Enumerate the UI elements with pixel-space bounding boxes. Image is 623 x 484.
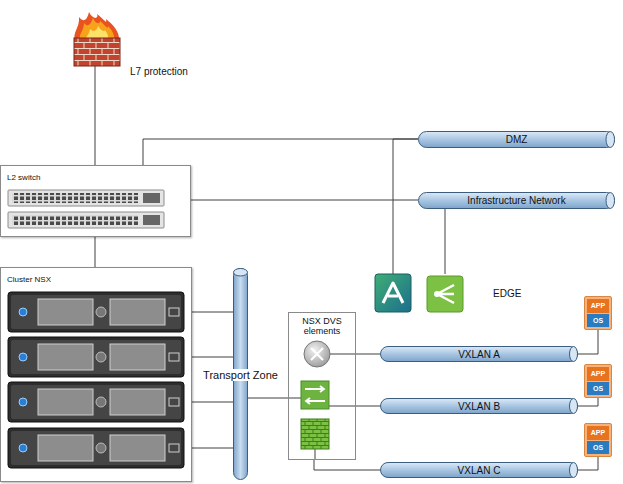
node-label: APP xyxy=(587,367,609,381)
server-unit xyxy=(8,382,184,422)
router-icon xyxy=(304,341,330,367)
switch-box: L2 switch xyxy=(0,165,191,237)
node-label: OS xyxy=(587,441,609,455)
network-link xyxy=(192,448,233,449)
node-label: APP xyxy=(587,426,609,440)
app-os-icon: APPOS xyxy=(584,423,612,457)
node-label: APP xyxy=(587,299,609,313)
network-link xyxy=(95,66,96,165)
switch-unit xyxy=(8,190,164,206)
transport-pipe: Transport Zone xyxy=(233,268,248,480)
vxlan-pipe: VXLAN B xyxy=(380,398,578,414)
node-label: Transport Zone xyxy=(201,369,280,381)
node-label: Infrastructure Network xyxy=(467,195,565,206)
app-os-icon: APPOS xyxy=(584,296,612,330)
network-link xyxy=(578,457,598,470)
node-label: OS xyxy=(587,314,609,328)
network-link xyxy=(191,200,418,201)
network-link xyxy=(578,398,598,406)
network-link xyxy=(314,460,380,470)
app-os-icon: APPOS xyxy=(584,364,612,398)
server-unit xyxy=(8,292,184,332)
node-illustration xyxy=(1,268,191,481)
network-link xyxy=(143,139,418,165)
switch-icon xyxy=(301,381,329,409)
vxlan-pipe: VXLAN A xyxy=(380,346,578,362)
edge-gateway-icon xyxy=(375,274,411,312)
load-balancer-icon xyxy=(427,276,463,312)
vxlan-pipe: VXLAN C xyxy=(380,462,578,478)
node-label: L7 protection xyxy=(130,66,188,77)
node-label: Cluster NSX xyxy=(1,272,57,287)
internal-wire xyxy=(289,354,355,459)
node-illustration xyxy=(72,12,122,66)
cluster-box: Cluster NSX xyxy=(0,267,192,482)
firewall-icon xyxy=(301,419,329,449)
server-unit xyxy=(8,428,184,468)
network-link xyxy=(192,402,233,403)
node-label: OS xyxy=(587,382,609,396)
switch-unit xyxy=(8,212,164,228)
node-label: EDGE xyxy=(493,288,521,299)
node-label: VXLAN B xyxy=(458,401,500,412)
node-label: DMZ xyxy=(506,134,528,145)
node-label: VXLAN C xyxy=(458,465,501,476)
network-link xyxy=(356,354,380,355)
node-illustration xyxy=(375,274,467,314)
network-link xyxy=(578,330,598,354)
dvs-box: NSX DVS elements xyxy=(288,312,356,460)
server-unit xyxy=(8,337,184,377)
network-link xyxy=(445,209,446,274)
network-link xyxy=(248,398,288,399)
network-link xyxy=(393,139,418,274)
firewall-icon: L7 protection xyxy=(72,12,122,66)
network-link xyxy=(356,406,380,407)
network-pipe: DMZ xyxy=(418,131,615,148)
network-link xyxy=(192,357,233,358)
node-label: L2 switch xyxy=(1,170,46,185)
edge-icons: EDGE xyxy=(375,274,467,314)
network-link xyxy=(95,237,96,267)
node-label: VXLAN A xyxy=(458,349,500,360)
network-link xyxy=(192,312,233,313)
node-label: NSX DVS elements xyxy=(289,313,355,337)
network-pipe: Infrastructure Network xyxy=(418,192,615,209)
